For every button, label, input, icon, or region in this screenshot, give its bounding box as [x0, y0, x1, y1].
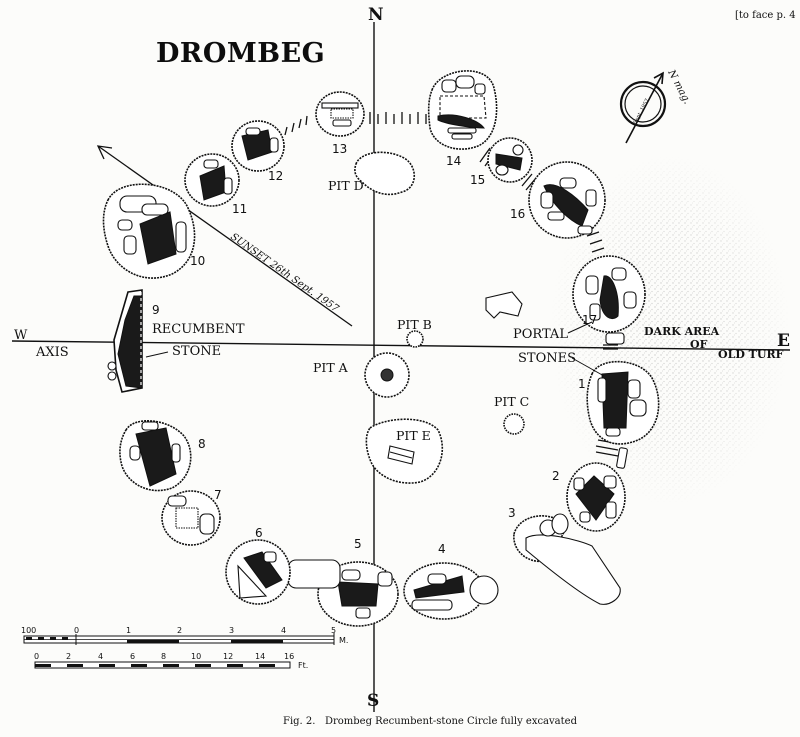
portal-stone-block [605, 332, 625, 345]
feet-tick-12: 12 [223, 652, 233, 661]
page-title: DROMBEG [156, 38, 325, 69]
stone-13-number: 13 [332, 142, 347, 156]
stone-6-number: 6 [255, 526, 263, 540]
header-note: [to face p. 4 [735, 10, 796, 21]
stone-1-number: 1 [578, 377, 586, 391]
west-label: W [14, 328, 28, 343]
stone-10 [102, 183, 196, 279]
stone-11-number: 11 [232, 202, 247, 216]
stone-14-number: 14 [446, 154, 461, 168]
metre-tick-2: 2 [177, 626, 182, 635]
dark-area-of-label: OF [690, 338, 708, 351]
fallen-stone-small [616, 447, 628, 469]
figure-caption: Fig. 2. Drombeg Recumbent-stone Circle f… [283, 716, 578, 727]
dark-area-label: DARK AREA [644, 325, 720, 338]
old-turf-label: OLD TURF [718, 348, 784, 361]
stone-17-number: 17 [582, 313, 597, 327]
south-label: S [367, 691, 379, 711]
stone-15 [487, 137, 533, 183]
metre-scale-bar [23, 633, 335, 645]
loose-slab [485, 291, 523, 319]
feet-tick-14: 14 [255, 652, 265, 661]
metre-unit: M. [339, 636, 348, 645]
stone-12-number: 12 [268, 169, 283, 183]
stone-17 [572, 255, 646, 333]
stone-7-number: 7 [214, 488, 222, 502]
feet-tick-10: 10 [191, 652, 201, 661]
metre-tick-4: 4 [281, 626, 286, 635]
north-label: N [368, 5, 384, 25]
stone-6 [225, 539, 291, 605]
feet-tick-8: 8 [161, 652, 166, 661]
stone-10-number: 10 [190, 254, 205, 268]
pit-e [365, 418, 444, 484]
portal-label: PORTAL [513, 327, 568, 342]
stone-3 [513, 513, 621, 605]
stone-8 [119, 420, 192, 492]
stone-9-number: 9 [152, 303, 160, 317]
pit-a [364, 352, 410, 398]
pit-e-label: PIT E [396, 428, 431, 443]
outlier-slab [287, 559, 341, 589]
metre-tick-5: 5 [331, 626, 336, 635]
pit-b-label: PIT B [397, 317, 432, 332]
portal-stones-label: STONES [518, 351, 576, 366]
feet-tick-16: 16 [284, 652, 294, 661]
stone-2 [566, 462, 626, 532]
north-arrow-label: N mag. [665, 67, 693, 106]
feet-scale-bar [34, 661, 291, 669]
pit-c-label: PIT C [494, 394, 529, 409]
stone-13 [315, 91, 365, 137]
stone-8-number: 8 [198, 437, 206, 451]
sunset-alignment-line [96, 145, 353, 327]
pit-b [406, 330, 424, 348]
stone-4 [403, 562, 499, 620]
stone-2-number: 2 [552, 469, 560, 483]
feet-tick-2: 2 [66, 652, 71, 661]
stone-16-number: 16 [510, 207, 525, 221]
metre-tick-0: 0 [74, 626, 79, 635]
stone-7 [161, 490, 221, 546]
stone-16 [528, 161, 606, 239]
recumbent-stone-label: STONE [172, 344, 221, 359]
metre-tick-100: 100 [21, 626, 36, 635]
metre-tick-3: 3 [229, 626, 234, 635]
stone-4-number: 4 [438, 542, 446, 556]
axis-label: AXIS [35, 345, 69, 360]
feet-unit: Ft. [298, 661, 308, 670]
recumbent-label: RECUMBENT [152, 322, 245, 337]
feet-tick-6: 6 [130, 652, 135, 661]
feet-tick-0: 0 [34, 652, 39, 661]
stone-12 [231, 120, 285, 172]
east-label: E [777, 331, 790, 351]
sunset-label: SUNSET 26th Sept. 1957 [228, 231, 341, 315]
stone-11 [184, 153, 240, 207]
stone-9-recumbent [107, 289, 143, 393]
magnetic-north-symbol: Sept. 1957 N mag. [619, 67, 693, 144]
pit-d [354, 151, 416, 196]
feet-tick-4: 4 [98, 652, 103, 661]
stone-3-number: 3 [508, 506, 516, 520]
metre-tick-1: 1 [126, 626, 131, 635]
stone-5-number: 5 [354, 537, 362, 551]
pit-d-label: PIT D [328, 178, 364, 193]
stone-1 [586, 360, 660, 445]
pit-a-label: PIT A [313, 360, 349, 375]
stone-14 [427, 70, 498, 150]
stone-15-number: 15 [470, 173, 485, 187]
pit-c [503, 413, 525, 435]
